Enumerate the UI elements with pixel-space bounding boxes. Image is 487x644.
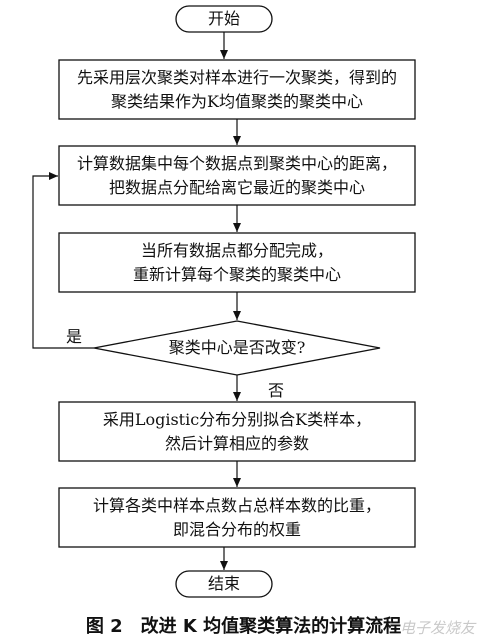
watermark: 电子发烧友 [399,619,475,637]
step1-line1: 先采用层次聚类对样本进行一次聚类，得到的 [76,68,397,87]
step5-line1: 计算各类中样本点数占总样本数的比重， [92,496,381,515]
step3-text: 当所有数据点都分配完成， 重新计算每个聚类的聚类中心 [59,239,415,287]
step2-line2: 把数据点分配给离它最近的聚类中心 [108,178,365,197]
step4-line1: 采用Logistic分布分别拟合K类样本， [102,410,372,429]
yes-label: 是 [66,327,83,346]
step1-box [58,59,416,120]
step2-text: 计算数据集中每个数据点到聚类中心的距离， 把数据点分配给离它最近的聚类中心 [59,152,415,200]
step4-text: 采用Logistic分布分别拟合K类样本， 然后计算相应的参数 [59,408,415,456]
step2-line1: 计算数据集中每个数据点到聚类中心的距离， [76,154,397,173]
step4-line2: 然后计算相应的参数 [164,434,309,453]
step3-line2: 重新计算每个聚类的聚类中心 [132,265,341,284]
start-label: 开始 [207,9,240,28]
decision-text: 聚类中心是否改变? [168,338,306,357]
step3-line1: 当所有数据点都分配完成， [140,241,333,260]
arrow-yes-loop [32,172,94,349]
step5-box [58,487,416,548]
no-label: 否 [268,381,285,400]
step1-line2: 聚类结果作为K均值聚类的聚类中心 [111,92,363,111]
step5-text: 计算各类中样本点数占总样本数的比重， 即混合分布的权重 [59,494,415,542]
end-terminal [175,570,273,598]
end-label: 结束 [207,574,240,593]
step3-box [58,232,416,293]
step1-text: 先采用层次聚类对样本进行一次聚类，得到的 聚类结果作为K均值聚类的聚类中心 [59,66,415,114]
figure-caption: 图 2 改进 K 均值聚类算法的计算流程 [85,616,402,637]
step5-line2: 即混合分布的权重 [172,520,301,539]
